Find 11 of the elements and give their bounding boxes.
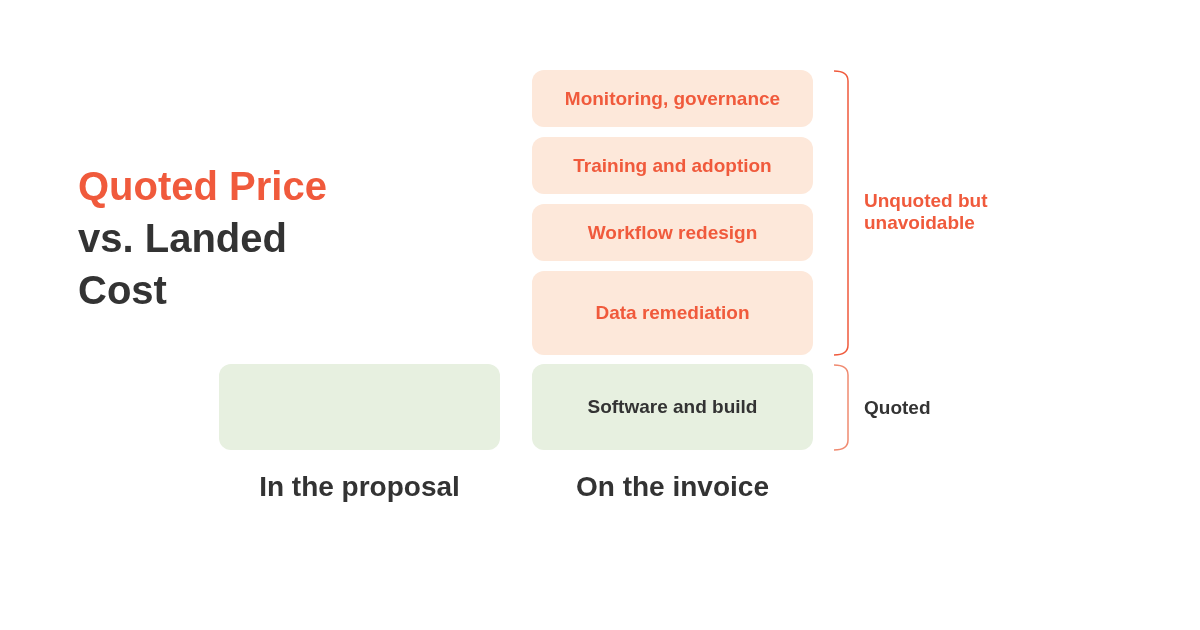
cost-box: Data remediation — [532, 271, 813, 355]
bracket-label: Quoted — [864, 397, 932, 419]
empty-bar-box — [219, 364, 500, 450]
cost-box: Software and build — [532, 364, 813, 450]
cost-box: Workflow redesign — [532, 204, 813, 261]
cost-box: Monitoring, governance — [532, 70, 813, 127]
column-label: In the proposal — [258, 471, 461, 503]
title: Quoted Price vs. Landed Cost — [78, 163, 328, 314]
column-label: On the invoice — [575, 471, 770, 503]
cost-box: Training and adoption — [532, 137, 813, 194]
bracket-label: Unquoted but unavoidable — [864, 190, 989, 234]
